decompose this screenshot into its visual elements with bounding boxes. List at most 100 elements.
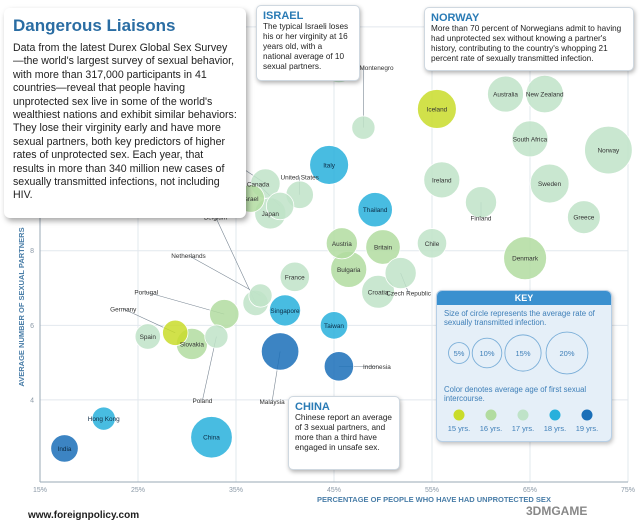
norway-callout-text: More than 70 percent of Norwegians admit… <box>431 24 622 63</box>
y-tick-label: 8 <box>30 248 34 255</box>
bubble-label-canada: Canada <box>247 181 270 188</box>
bubble-label-india: India <box>58 446 72 453</box>
bubble-south-africa <box>511 120 549 158</box>
bubble-singapore <box>268 294 301 327</box>
key-color-description: Color denotes average age of first sexua… <box>444 385 587 403</box>
bubble-italy <box>309 145 349 185</box>
key-color-label: 17 yrs. <box>512 424 535 433</box>
bubble-label-norway: Norway <box>598 148 620 155</box>
bubble-britain <box>365 229 401 265</box>
norway-callout-title: NORWAY <box>431 12 480 24</box>
bubble-australia <box>487 75 524 113</box>
leader-belgium <box>215 216 256 304</box>
x-tick-label: 65% <box>523 487 537 494</box>
key-color-label: 16 yrs. <box>480 424 503 433</box>
bubble-label-iceland: Iceland <box>427 106 448 113</box>
bubble-norway <box>584 125 633 175</box>
x-tick-label: 75% <box>621 487 635 494</box>
intro-text: Data from the latest Durex Global Sex Su… <box>13 42 237 202</box>
bubble-india <box>50 434 79 463</box>
bubble-label-france: France <box>285 274 305 281</box>
bubble-label-croatia: Croatia <box>368 289 389 296</box>
bubble-austria <box>325 227 358 260</box>
israel-callout-text: The typical Israeli loses his or her vir… <box>263 22 349 71</box>
bubble-label-ireland: Ireland <box>432 177 452 184</box>
bubble-chile <box>416 228 448 259</box>
bubble-label-greece: Greece <box>573 215 594 222</box>
key-color-label: 18 yrs. <box>544 424 567 433</box>
bubble-hong-kong <box>91 406 116 431</box>
norway-callout: NORWAY More than 70 percent of Norwegian… <box>424 7 634 71</box>
bubble-label-malaysia: Malaysia <box>259 399 285 406</box>
bubble-indonesia <box>323 351 355 382</box>
bubble-label-israel: Israel <box>243 196 259 203</box>
key-title: KEY <box>437 291 611 305</box>
key-color-swatch <box>453 409 465 421</box>
bubble-ireland <box>423 161 461 199</box>
x-tick-label: 25% <box>131 487 145 494</box>
x-tick-label: 55% <box>425 487 439 494</box>
bubble-new-zealand <box>525 74 564 114</box>
bubble-poland <box>204 324 229 349</box>
bubble-label-poland: Poland <box>192 398 212 405</box>
key-size-circle <box>504 334 542 372</box>
bubble-france <box>279 261 310 292</box>
chart-title: Dangerous Liaisons <box>13 16 176 35</box>
bubble-label-germany: Germany <box>110 306 137 313</box>
bubble-label-japan: Japan <box>262 211 280 218</box>
bubble-label-indonesia: Indonesia <box>363 364 391 371</box>
key-size-label: 20% <box>559 349 574 358</box>
legend-key: KEY Size of circle represents the averag… <box>436 290 612 442</box>
key-size-circle <box>471 337 503 369</box>
bubble-label-sweden: Sweden <box>538 181 562 188</box>
key-color-label: 19 yrs. <box>576 424 599 433</box>
bubble-label-hong-kong: Hong Kong <box>88 416 120 423</box>
bubble-label-australia: Australia <box>493 92 518 99</box>
watermark-text: 3DMGAME <box>526 504 588 518</box>
x-axis-label: PERCENTAGE OF PEOPLE WHO HAVE HAD UNPROT… <box>317 495 551 504</box>
bubble-label-singapore: Singapore <box>270 308 300 315</box>
x-tick-label: 15% <box>33 487 47 494</box>
bubble-label-south-africa: South Africa <box>513 136 548 143</box>
y-tick-label: 4 <box>30 397 34 404</box>
bubble-label-portugal: Portugal <box>134 290 158 297</box>
bubble-denmark <box>503 236 547 281</box>
key-size-label: 10% <box>479 349 494 358</box>
bubble-sweden <box>529 163 570 204</box>
key-size-circle <box>545 331 589 375</box>
x-tick-label: 35% <box>229 487 243 494</box>
intro-panel: Dangerous Liaisons Data from the latest … <box>4 8 246 218</box>
bubble-label-taiwan: Taiwan <box>324 323 344 330</box>
bubble-iceland <box>417 89 457 129</box>
bubble-china <box>190 416 233 459</box>
key-size-description: Size of circle represents the average ra… <box>444 309 595 327</box>
israel-callout-title: ISRAEL <box>263 10 304 22</box>
bubble-label-thailand: Thailand <box>363 207 388 214</box>
key-color-swatch <box>517 409 529 421</box>
key-graphics: 5%10%15%20%15 yrs.16 yrs.17 yrs.18 yrs.1… <box>448 331 599 433</box>
china-callout: CHINA Chinese report an average of 3 sex… <box>288 396 400 470</box>
israel-callout: ISRAEL The typical Israeli loses his or … <box>256 5 360 81</box>
bubble-serbia-montenegro <box>351 115 376 140</box>
y-axis-label: AVERAGE NUMBER OF SEXUAL PARTNERS <box>17 227 26 386</box>
china-callout-title: CHINA <box>295 401 330 413</box>
key-color-label: 15 yrs. <box>448 424 471 433</box>
bubble-thailand <box>357 192 393 228</box>
bubble-label-denmark: Denmark <box>512 256 539 263</box>
bubble-croatia <box>361 274 395 309</box>
bubble-label-slovakia: Slovakia <box>180 341 205 348</box>
bubble-label-chile: Chile <box>425 241 440 248</box>
key-color-swatch <box>485 409 497 421</box>
bubble-label-britain: Britain <box>374 245 393 252</box>
key-color-swatch <box>581 409 593 421</box>
bubble-label-bulgaria: Bulgaria <box>337 267 361 274</box>
bubble-spain <box>134 323 161 350</box>
bubble-label-finland: Finland <box>471 216 492 223</box>
bubble-label-new-zealand: New Zealand <box>526 92 564 99</box>
bubble-label-china: China <box>203 435 220 442</box>
key-color-swatch <box>549 409 561 421</box>
key-size-label: 15% <box>515 349 530 358</box>
bubble-germany <box>162 319 189 346</box>
bubble-label-serbia-montenegro: Serbia & Montenegro <box>333 65 394 72</box>
